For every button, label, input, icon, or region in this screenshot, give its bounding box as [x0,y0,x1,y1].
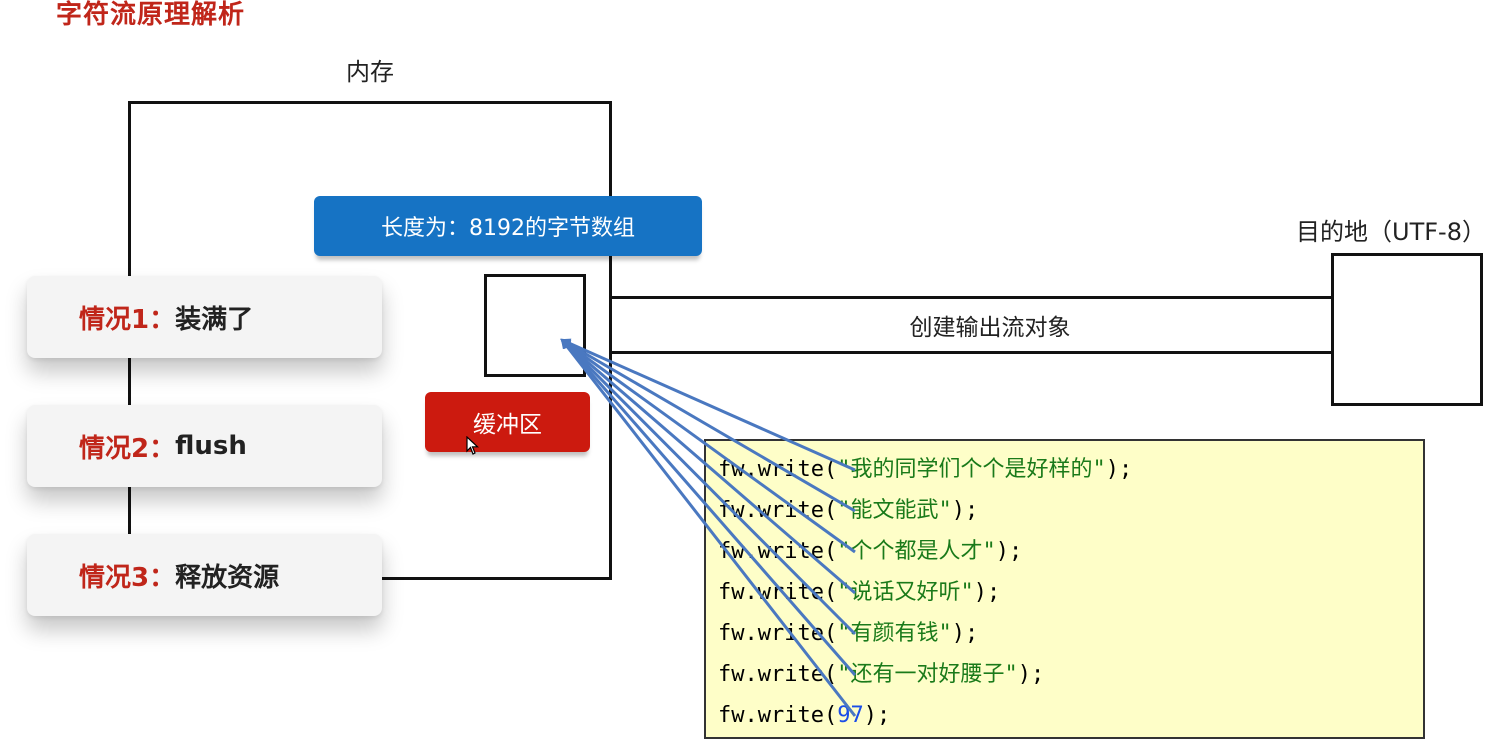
case-card-2: 情况2： flush [27,405,382,487]
code-line: fw.write("说话又好听"); [718,580,1001,605]
buffer-tag: 缓冲区 [425,392,590,452]
code-line: fw.write("我的同学们个个是好样的"); [718,457,1133,482]
case-name: 情况3： [79,562,176,593]
code-block: fw.write("我的同学们个个是好样的"); fw.write("能文能武"… [704,439,1425,739]
code-line: fw.write("有颜有钱"); [718,621,979,646]
memory-label: 内存 [346,58,394,86]
case-desc: flush [175,431,247,461]
case-name: 情况2： [79,433,176,464]
code-line: fw.write("能文能武"); [718,498,979,523]
output-stream-pipe: 创建输出流对象 [609,296,1331,354]
code-line: fw.write(97); [718,703,891,728]
buffer-array-label: 长度为：8192的字节数组 [314,196,702,256]
output-stream-label: 创建输出流对象 [909,315,1071,341]
page-title: 字符流原理解析 [56,0,246,30]
destination-label: 目的地（UTF-8） [1296,218,1486,246]
case-card-1: 情况1： 装满了 [27,276,382,358]
case-desc: 装满了 [175,304,254,335]
code-line: fw.write("还有一对好腰子"); [718,662,1045,687]
code-line: fw.write("个个都是人才"); [718,539,1023,564]
buffer-box [484,274,586,377]
mouse-cursor-icon [466,436,480,455]
case-card-3: 情况3： 释放资源 [27,534,382,616]
case-name: 情况1： [79,304,176,335]
case-desc: 释放资源 [175,562,280,593]
destination-box [1331,253,1483,406]
